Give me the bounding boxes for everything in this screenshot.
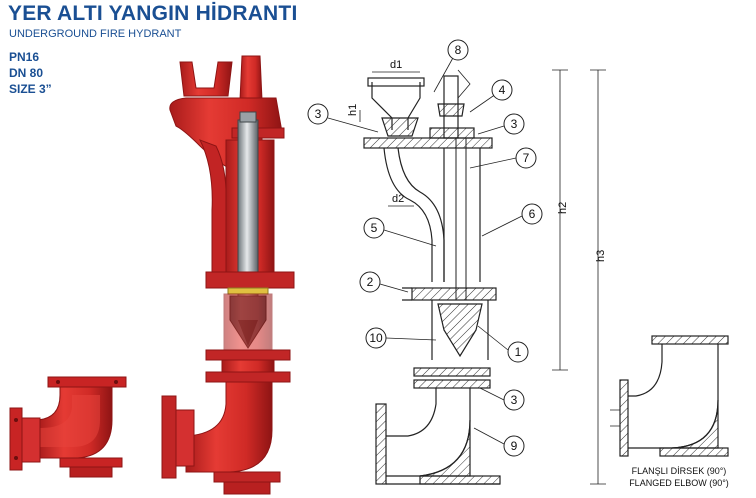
page-title: YER ALTI YANGIN HİDRANTI xyxy=(8,2,298,25)
callout-9: 9 xyxy=(503,435,525,457)
callout-3-right: 3 xyxy=(503,113,525,135)
red-elbow-illustration xyxy=(9,376,127,478)
svg-text:5: 5 xyxy=(371,221,378,235)
callout-3-left: 3 xyxy=(307,103,329,125)
svg-text:3: 3 xyxy=(511,117,518,131)
svg-text:6: 6 xyxy=(529,207,536,221)
dimension-h3: h3 xyxy=(595,250,607,262)
svg-text:1: 1 xyxy=(515,345,522,359)
svg-text:4: 4 xyxy=(499,83,506,97)
spec-pressure: PN16 xyxy=(9,50,40,64)
red-hydrant-cutaway xyxy=(161,55,295,495)
callout-3-lower: 3 xyxy=(503,389,525,411)
spec-diameter: DN 80 xyxy=(9,66,44,80)
callout-4: 4 xyxy=(491,79,513,101)
flanged-elbow-drawing xyxy=(610,335,729,457)
svg-text:7: 7 xyxy=(523,151,530,165)
elbow-caption-turkish: FLANŞLI DİRSEK (90°) xyxy=(631,466,727,476)
spec-size: SIZE 3” xyxy=(9,82,52,96)
dimension-d2: d2 xyxy=(392,193,404,205)
svg-text:3: 3 xyxy=(315,107,322,121)
callout-10: 10 xyxy=(365,327,387,349)
svg-text:10: 10 xyxy=(369,331,383,345)
callout-5: 5 xyxy=(363,217,385,239)
callout-6: 6 xyxy=(521,203,543,225)
callout-1: 1 xyxy=(507,341,529,363)
dimension-h1: h1 xyxy=(347,104,359,116)
dimension-h2: h2 xyxy=(557,202,569,214)
elbow-caption-english: FLANGED ELBOW (90°) xyxy=(629,478,729,488)
callout-8: 8 xyxy=(447,39,469,61)
hydrant-technical-drawing xyxy=(327,55,606,485)
svg-text:8: 8 xyxy=(455,43,462,57)
page-subtitle: UNDERGROUND FIRE HYDRANT xyxy=(9,28,182,40)
callout-2: 2 xyxy=(359,271,381,293)
callout-7: 7 xyxy=(515,147,537,169)
dimension-d1: d1 xyxy=(390,59,402,71)
svg-text:9: 9 xyxy=(511,439,518,453)
svg-text:3: 3 xyxy=(511,393,518,407)
svg-text:2: 2 xyxy=(367,275,374,289)
